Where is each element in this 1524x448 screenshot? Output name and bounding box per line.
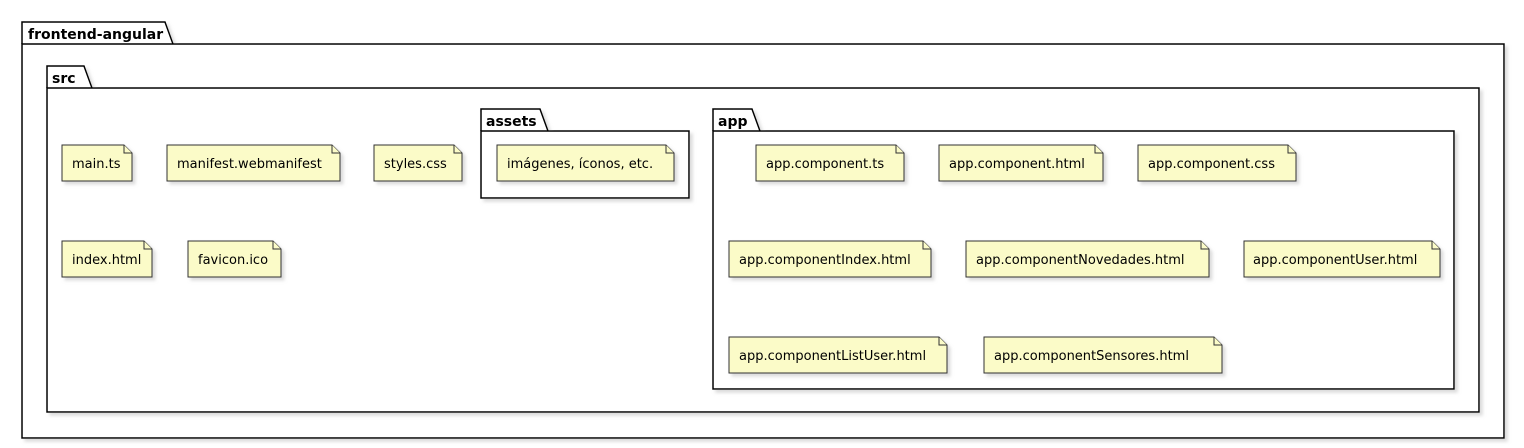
note-app-component-novedades bbox=[965, 240, 1210, 278]
note-app-component-ts bbox=[755, 144, 905, 182]
note-index-html bbox=[61, 240, 153, 278]
note-app-component-list-user bbox=[728, 336, 948, 374]
note-label-app-component-index: app.componentIndex.html bbox=[739, 253, 911, 268]
package-label-app: app bbox=[718, 114, 748, 130]
note-app-component-sensores bbox=[983, 336, 1223, 374]
note-label-favicon: favicon.ico bbox=[198, 253, 268, 268]
note-label-styles-css: styles.css bbox=[384, 157, 447, 172]
note-assets-content bbox=[496, 144, 675, 182]
note-label-app-component-ts: app.component.ts bbox=[766, 157, 884, 172]
note-label-manifest: manifest.webmanifest bbox=[177, 157, 322, 172]
package-label-assets: assets bbox=[486, 114, 537, 130]
note-app-component-css bbox=[1137, 144, 1297, 182]
package-label-src: src bbox=[52, 71, 76, 87]
note-styles-css bbox=[373, 144, 463, 182]
note-main-ts bbox=[61, 144, 133, 182]
note-label-main-ts: main.ts bbox=[72, 157, 121, 172]
note-app-component-user bbox=[1243, 240, 1441, 278]
note-manifest bbox=[166, 144, 341, 182]
note-label-app-component-novedades: app.componentNovedades.html bbox=[976, 253, 1185, 268]
note-label-app-component-html: app.component.html bbox=[949, 157, 1085, 172]
note-label-assets-content: imágenes, íconos, etc. bbox=[507, 157, 653, 172]
package-label-frontend-angular: frontend-angular bbox=[28, 27, 163, 43]
note-label-app-component-list-user: app.componentListUser.html bbox=[739, 349, 926, 364]
note-app-component-html bbox=[938, 144, 1104, 182]
note-label-app-component-css: app.component.css bbox=[1148, 157, 1275, 172]
note-app-component-index bbox=[728, 240, 932, 278]
note-label-index-html: index.html bbox=[72, 253, 141, 268]
note-label-app-component-user: app.componentUser.html bbox=[1253, 253, 1417, 268]
note-favicon bbox=[187, 240, 282, 278]
note-label-app-component-sensores: app.componentSensores.html bbox=[994, 349, 1189, 364]
